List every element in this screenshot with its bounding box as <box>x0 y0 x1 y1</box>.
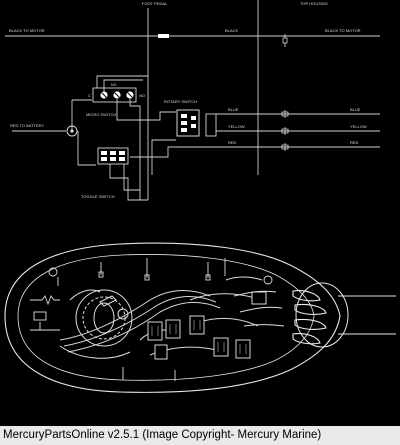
black-mid-label: BLACK <box>225 28 238 33</box>
yellow-mid-label: YELLOW <box>228 124 245 129</box>
toggle-switch-wiring <box>109 139 176 201</box>
black-left-label: BLACK TO MOTOR <box>9 28 45 33</box>
red-left-label: RED TO BATTERY <box>10 123 44 128</box>
toggle-switch-label: TOGGLE SWITCH <box>81 194 115 199</box>
black-wire-connector <box>158 34 169 38</box>
copyright-footer: MercuryPartsOnline v2.5.1 (Image Copyrig… <box>0 426 400 445</box>
blue-right-label: BLUE <box>350 107 361 112</box>
toggle-switch <box>97 147 129 165</box>
c-label: C <box>88 93 91 98</box>
rotary-switch <box>176 109 217 137</box>
red-wire <box>12 130 380 166</box>
housing-connectors <box>147 291 267 360</box>
cable <box>295 282 396 348</box>
blue-mid-label: BLUE <box>228 107 239 112</box>
red-right-label: RED <box>350 140 359 145</box>
nc-label: NC <box>111 82 117 87</box>
rotary-mechanism <box>59 289 133 359</box>
no-label: NO <box>139 93 145 98</box>
wiring-diagram: FOOT PEDAL TOP HOUSING BLACK TO MOTOR BL… <box>4 0 396 393</box>
micro-switch <box>92 87 137 103</box>
grip-ridges-icon <box>292 290 327 345</box>
wire-loom <box>225 276 285 327</box>
screw-hole-icon <box>48 267 58 277</box>
foot-pedal-header: FOOT PEDAL <box>142 1 168 6</box>
micro-switch-label: MICRO SWITCH <box>86 112 116 117</box>
pedal-hinge <box>30 295 60 331</box>
red-mid-label: RED <box>228 140 237 145</box>
screw-hole-icon <box>263 275 273 285</box>
yellow-right-label: YELLOW <box>350 124 367 129</box>
black-right-label: BLACK TO MOTOR <box>325 28 361 33</box>
rotary-switch-label: ROTARY SWITCH <box>164 99 197 104</box>
foot-pedal-housing <box>4 242 341 393</box>
bullet-connectors-icon <box>281 110 289 151</box>
top-housing-header: TOP HOUSING <box>300 1 328 6</box>
mounting-posts <box>57 258 226 381</box>
section-dividers <box>147 0 259 200</box>
connector-pins <box>151 320 247 354</box>
black-bullet-connector-icon <box>282 34 288 47</box>
fuse-icon <box>66 125 78 137</box>
